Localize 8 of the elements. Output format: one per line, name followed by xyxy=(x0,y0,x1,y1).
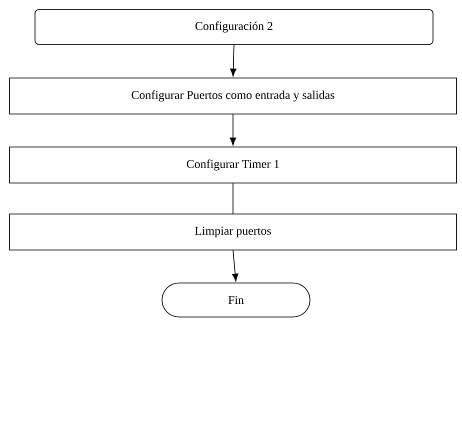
arrow xyxy=(230,114,236,146)
arrow xyxy=(232,250,238,282)
connector-line xyxy=(232,183,234,214)
arrow xyxy=(230,44,236,76)
start-box: Configuración 2 xyxy=(34,9,434,45)
process-box: Limpiar puertos xyxy=(9,214,457,250)
process-box: Configurar Timer 1 xyxy=(9,146,457,184)
process-box: Configurar Puertos como entrada y salidas xyxy=(9,78,457,114)
